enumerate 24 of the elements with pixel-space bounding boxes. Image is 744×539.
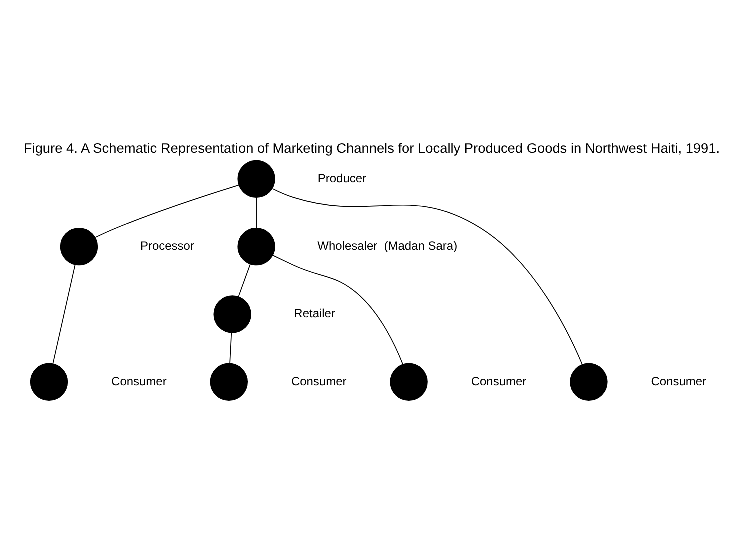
node-circle (570, 363, 608, 401)
node-label: Retailer (294, 306, 336, 321)
node-circle (390, 363, 428, 401)
node-label: Consumer (471, 374, 527, 388)
node-label: Wholesaler (Madan Sara) (318, 238, 458, 253)
node-circle (238, 228, 276, 266)
node-label: Consumer (651, 374, 707, 388)
node-circle (60, 228, 98, 266)
node-label: Consumer (112, 374, 167, 388)
node-label: Consumer (291, 374, 347, 388)
node-circle (238, 160, 276, 198)
node-label: Processor (140, 238, 194, 253)
node-circle (210, 363, 248, 401)
node-circle (214, 296, 252, 334)
connector (230, 332, 232, 364)
connector (272, 188, 583, 366)
node-circle (30, 363, 68, 401)
connector (95, 184, 240, 238)
diagram-title: Figure 4. A Schematic Representation of Marketing Channels for Locally Produced Goods in Northwest Haiti, 1991. (24, 140, 720, 156)
node-label: Producer (318, 171, 367, 186)
connector (256, 197, 257, 229)
connector (272, 255, 404, 365)
connector (52, 264, 76, 364)
connector (238, 264, 251, 298)
